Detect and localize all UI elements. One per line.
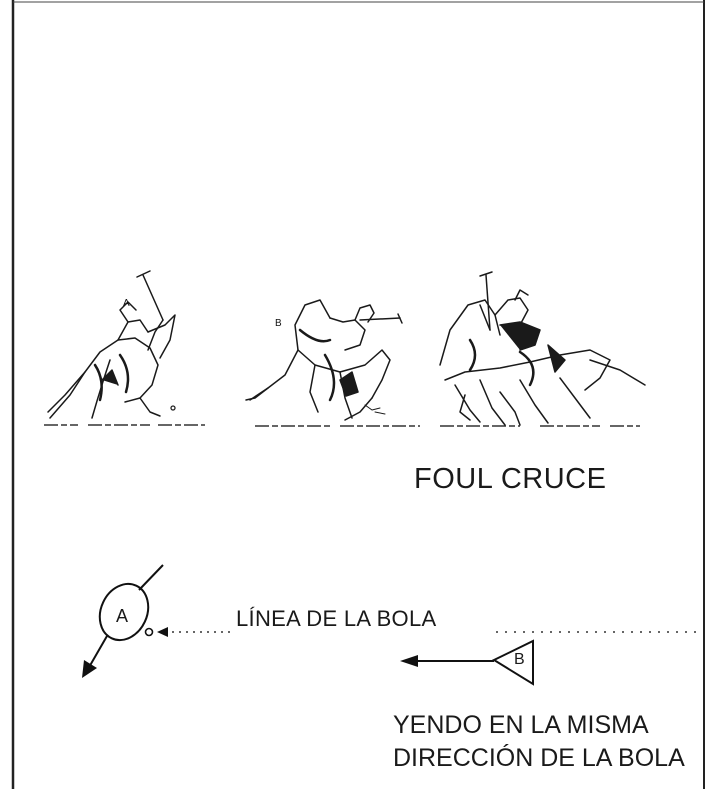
polo-horse-rider-icon [245, 299, 403, 421]
ball-icon [170, 405, 176, 411]
ball-icon [144, 627, 154, 637]
polo-horses-collision-icon [439, 271, 646, 426]
player-a-direction-line [87, 635, 108, 670]
illustration-letter-a: A [123, 298, 130, 309]
ball-line-label: LÍNEA DE LA BOLA [236, 606, 437, 631]
player-b-label: B [514, 651, 525, 668]
ball-line-arrowhead [157, 627, 168, 637]
player-a-label: A [116, 606, 129, 626]
player-a-path-line [138, 564, 164, 591]
player-a-arrowhead [82, 660, 97, 678]
direction-note-line-1: YENDO EN LA MISMA [393, 711, 649, 739]
player-b-triangle [491, 639, 534, 686]
polo-horse-rider-icon [47, 270, 176, 419]
direction-note-line-2: DIRECCIÓN DE LA BOLA [393, 744, 685, 772]
player-b-arrowhead [400, 655, 418, 667]
diagram-title: FOUL CRUCE [414, 463, 607, 495]
player-a-oval [98, 582, 150, 642]
illustration-letter-b: B [275, 318, 282, 329]
ground-line [44, 424, 640, 427]
